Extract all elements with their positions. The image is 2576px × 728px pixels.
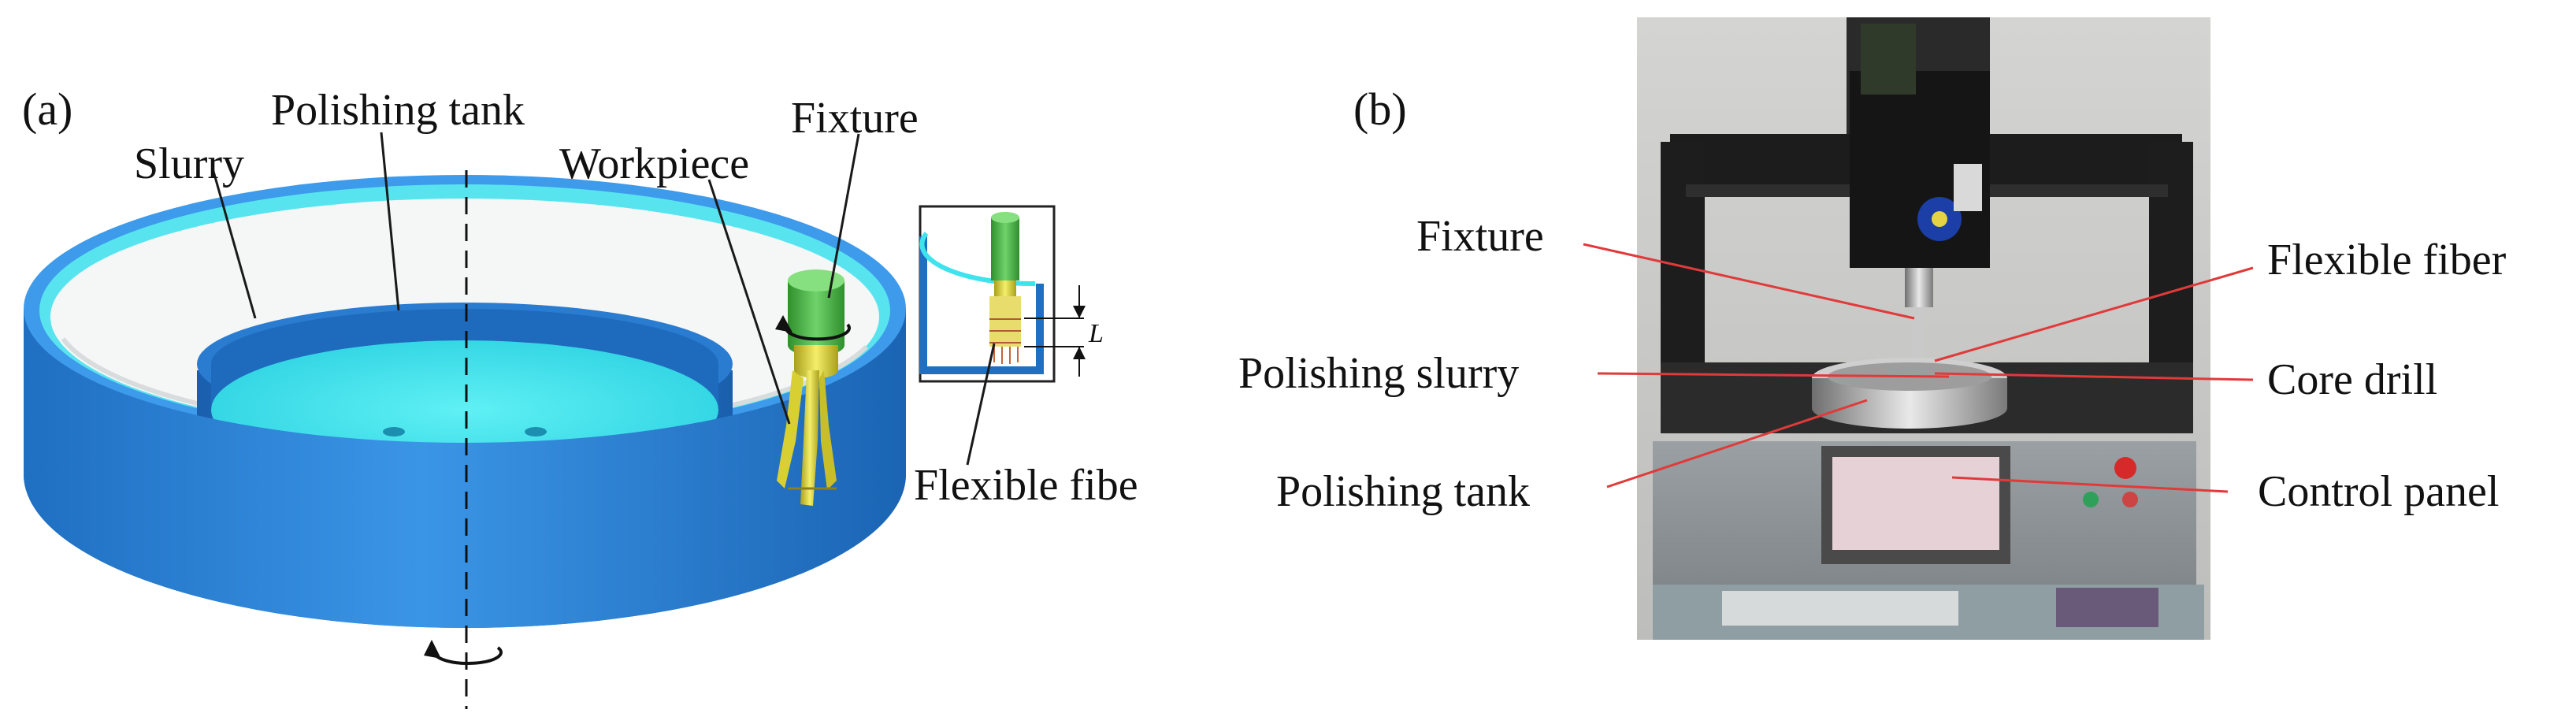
machine-photo [1637,17,2210,640]
leader-polishing-tank [380,132,400,311]
workpiece-drawing [777,370,837,506]
leader-fixture [827,133,860,299]
label-fixture-b: Fixture [1416,212,1544,261]
rotation-arrow-fixture-icon [775,315,851,341]
leader-workpiece [707,179,791,425]
polishing-tank-drawing [24,175,906,628]
leader-fixture-b [1583,243,1915,320]
leader-flexible-fiber-b [1934,266,2254,362]
panel-b: (b) [1238,17,2507,640]
inner-tank-wall-inner [211,309,718,410]
label-polishing-tank-b: Polishing tank [1276,467,1530,516]
outer-tank-wall-front [24,309,906,628]
dimension-label: L [1088,319,1104,348]
floor-hole [383,427,405,436]
label-control-panel: Control panel [2258,467,2499,516]
label-polishing-tank: Polishing tank [271,86,525,135]
label-workpiece: Workpiece [559,139,749,188]
panel-b-letter: (b) [1353,84,1407,135]
label-fixture: Fixture [791,94,919,143]
leader-flexible-fiber [966,343,996,466]
leader-slurry [211,168,257,319]
panel-a: (a) [22,84,1138,709]
leader-core-drill [1934,372,2254,381]
rotation-arrow-icon [424,640,503,665]
panel-a-letter: (a) [22,84,72,135]
leader-control-panel [1951,476,2229,493]
label-core-drill: Core drill [2267,355,2437,404]
label-flexible-fiber-b: Flexible fiber [2267,236,2507,284]
label-slurry: Slurry [134,139,244,188]
detail-inset: L [919,205,1104,383]
floor-hole [525,427,547,436]
label-polishing-slurry: Polishing slurry [1238,349,1519,398]
fixture-drawing [788,269,844,378]
leader-polishing-slurry [1597,372,1950,378]
leader-polishing-tank-b [1606,399,1868,488]
label-flexible-fiber-a: Flexible fibe [914,461,1138,510]
